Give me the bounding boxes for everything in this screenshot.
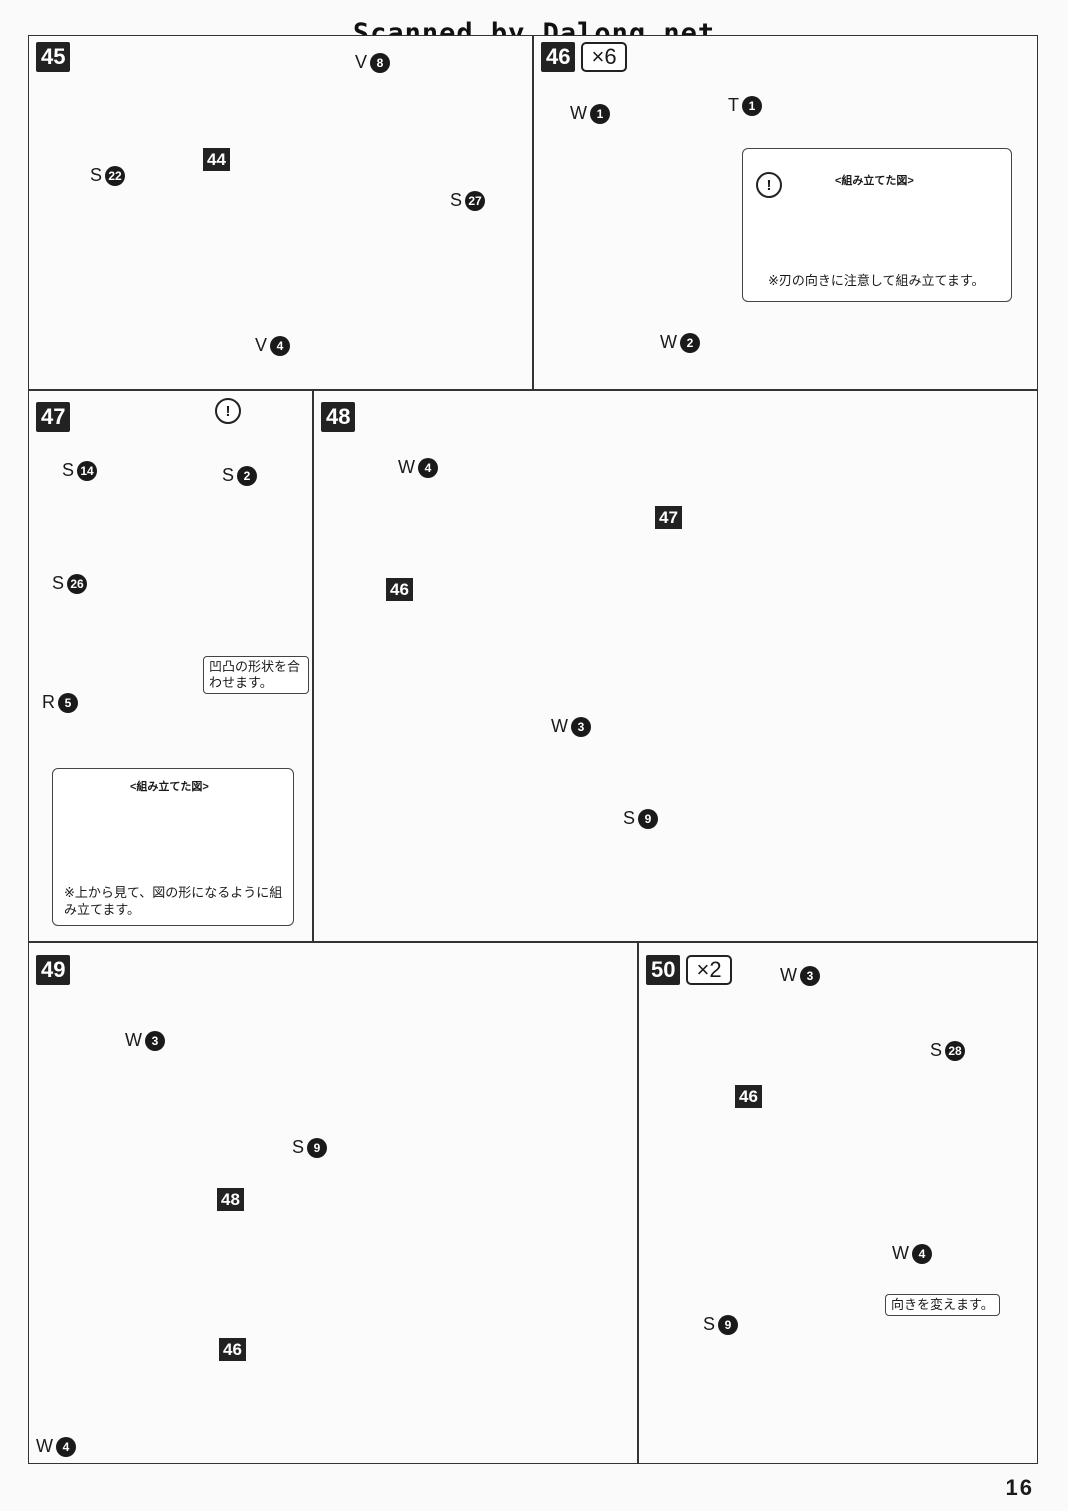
assembled-view-note	[742, 148, 1012, 302]
assembled-view-note	[52, 768, 294, 926]
caution-icon: !	[756, 172, 782, 198]
ref-step-47: 47	[655, 506, 682, 529]
ref-step-46: 46	[219, 1338, 246, 1361]
note-title: <組み立てた図>	[130, 781, 209, 793]
step-number: 49	[36, 955, 71, 985]
step-45-panel	[28, 35, 533, 390]
step-45-header: 45	[36, 42, 71, 72]
alignment-callout: 凹凸の形状を合わせます。	[203, 656, 309, 694]
step-50-header: 50 ×2	[646, 955, 732, 985]
orientation-callout: 向きを変えます。	[885, 1294, 1000, 1316]
note-text: ※上から見て、図の形になるように組み立てます。	[64, 885, 283, 917]
note-text: ※刃の向きに注意して組み立てます。	[768, 273, 985, 288]
step-47-header: 47	[36, 402, 71, 432]
step-number: 48	[321, 402, 356, 432]
ref-step-48: 48	[217, 1188, 244, 1211]
ref-step-44: 44	[203, 148, 230, 171]
step-number: 50	[646, 955, 681, 985]
step-number: 47	[36, 402, 71, 432]
page-number: 16	[1005, 1475, 1034, 1500]
step-number: 46	[541, 42, 576, 72]
quantity-multiplier: ×6	[581, 42, 627, 72]
quantity-multiplier: ×2	[686, 955, 732, 985]
step-48-panel	[313, 390, 1038, 942]
ref-step-46: 46	[386, 578, 413, 601]
caution-icon: !	[215, 398, 241, 424]
step-49-panel	[28, 942, 638, 1464]
step-number: 45	[36, 42, 71, 72]
step-46-header: 46 ×6	[541, 42, 627, 72]
note-title: <組み立てた図>	[835, 175, 914, 187]
step-48-header: 48	[321, 402, 356, 432]
step-49-header: 49	[36, 955, 71, 985]
step-50-panel	[638, 942, 1038, 1464]
ref-step-46: 46	[735, 1085, 762, 1108]
